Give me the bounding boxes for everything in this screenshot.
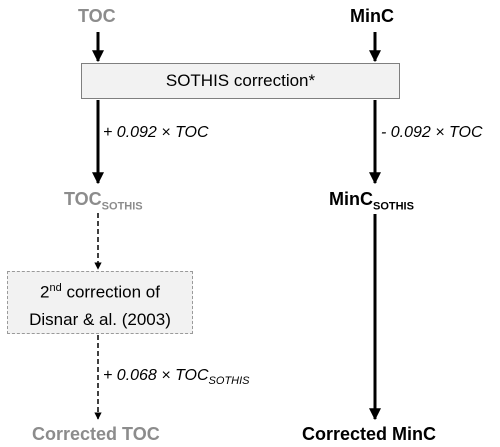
sothis-correction-label: SOTHIS correction* — [165, 71, 316, 90]
disnar-correction-box: 2nd correction of Disnar & al. (2003) — [7, 271, 193, 334]
node-minc: MinC — [350, 6, 394, 26]
disnar-ordinal-suffix: nd — [49, 282, 62, 294]
disnar-line-1: 2nd correction of — [8, 275, 192, 306]
label-toc-add: + 0.092 × TOC — [103, 124, 209, 141]
node-corrected-toc: Corrected TOC — [32, 424, 160, 444]
label-minc-subtract: - 0.092 × TOC — [381, 124, 483, 141]
sothis-correction-box: SOTHIS correction* — [81, 63, 400, 99]
node-toc: TOC — [78, 6, 116, 26]
node-minc-sothis: MinCSOTHIS — [329, 189, 414, 213]
toc-sothis-add-subscript: SOTHIS — [208, 375, 250, 388]
disnar-line-2: Disnar & al. (2003) — [29, 309, 171, 329]
node-corrected-minc: Corrected MinC — [302, 424, 437, 444]
disnar-line-1-text: correction of — [61, 282, 160, 302]
disnar-ordinal: 2 — [40, 282, 50, 302]
label-toc-sothis-add: + 0.068 × TOCSOTHIS — [103, 367, 250, 387]
toc-sothis-subscript: SOTHIS — [101, 200, 143, 213]
toc-sothis-base: TOC — [64, 189, 102, 209]
toc-sothis-add-base: + 0.068 × TOC — [103, 367, 209, 384]
minc-sothis-subscript: SOTHIS — [373, 200, 414, 213]
minc-sothis-base: MinC — [329, 189, 373, 209]
node-toc-sothis: TOCSOTHIS — [64, 189, 143, 213]
